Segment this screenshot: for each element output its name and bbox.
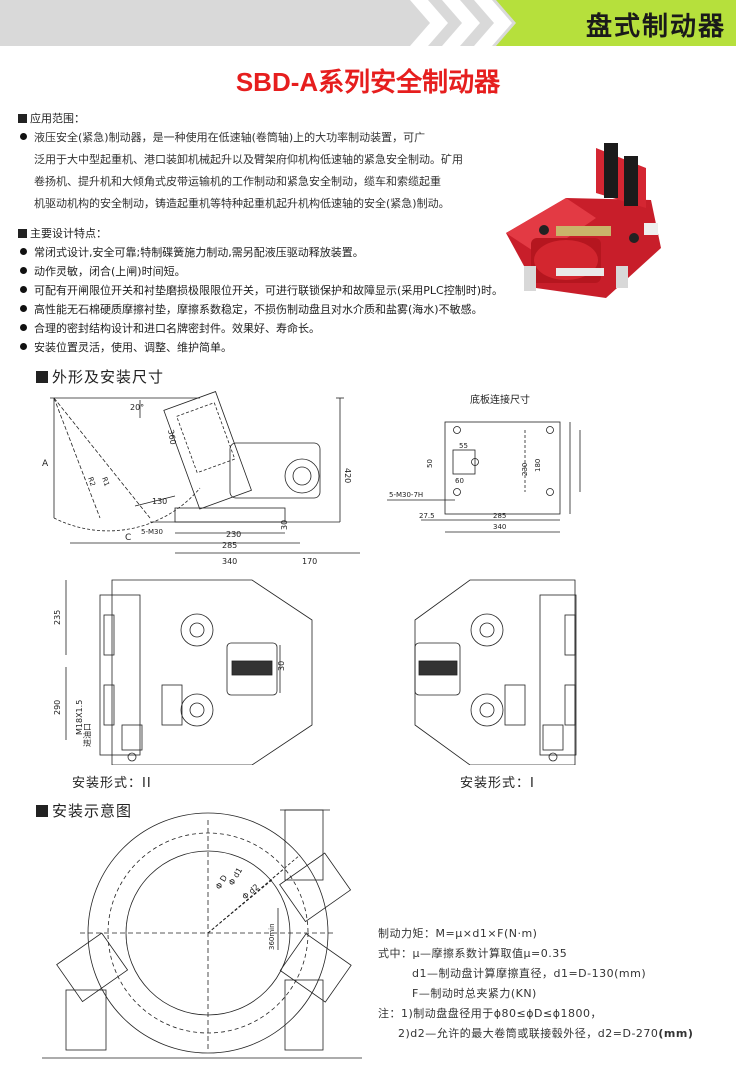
base-bolt-label: 5-M30-7H: [389, 491, 423, 499]
application-text: 液压安全(紧急)制动器，是一种使用在低速轴(卷筒轴)上的大功率制动装置，可广 泛…: [20, 127, 480, 215]
formula-line-1: 制动力矩：M=μ×d1×F(N·m): [378, 927, 538, 940]
form2-dim-235-label: 235: [53, 610, 62, 625]
header-title: 盘式制动器: [585, 12, 726, 42]
dim-30-label: 30: [280, 520, 289, 530]
features-list: 常闭式设计,安全可靠;特制碟簧施力制动,需另配液压驱动释放装置。 动作灵敏，闭合…: [20, 243, 520, 357]
dim-170-label: 170: [302, 557, 317, 566]
feature-item: 合理的密封结构设计和进口名牌密封件。效果好、寿命长。: [20, 319, 520, 338]
schematic-drawing: Φ D Φ d1 Φ d2 360min: [42, 809, 362, 1059]
brake-product-image: [506, 143, 661, 298]
base-dim-285-label: 285: [493, 512, 506, 520]
base-plate-title: 底板连接尺寸: [470, 395, 530, 406]
install-form-1-caption: 安装形式：I: [460, 776, 535, 791]
feature-item: 可配有开闸限位开关和衬垫磨损极限限位开关，可进行联锁保护和故障显示(采用PLC控…: [20, 281, 520, 300]
dim-230-label: 230: [226, 530, 241, 539]
base-dim-340-label: 340: [493, 523, 506, 531]
header-green-band: [496, 0, 736, 46]
formula-line-5: 注：1)制动盘盘径用于ϕ80≤ϕD≤ϕ1800，: [378, 1007, 602, 1020]
base-dim-230-label: 230: [521, 463, 529, 476]
feature-item: 动作灵敏，闭合(上闸)时间短。: [20, 262, 520, 281]
base-plate-drawing: 55 50 60 230 180 5-M30-7H 27.5 285 340: [387, 421, 581, 533]
dim-c-label: C: [125, 533, 131, 543]
oil-thread-label: M18X1.5: [75, 700, 84, 735]
dim-420-label: 420: [343, 468, 352, 483]
formula-block: 制动力矩：M=μ×d1×F(N·m) 式中：μ—摩擦系数计算取值μ=0.35 d…: [378, 924, 693, 1044]
side-view-drawing: A C 20° 360 420 R1 R2 130 30 5-M30 230 2…: [42, 391, 360, 566]
schematic-d1-label: Φ d1: [227, 866, 244, 887]
base-dim-60-label: 60: [455, 477, 464, 485]
chevron-decoration-icon: [410, 0, 512, 46]
dim-360-label: 360: [166, 429, 178, 446]
bolt-label: 5-M30: [141, 528, 163, 536]
dim-130-label: 130: [152, 497, 167, 506]
base-dim-50-label: 50: [426, 459, 434, 468]
base-dim-27-label: 27.5: [419, 512, 435, 520]
form2-dim-30-label: 30: [277, 661, 286, 671]
dim-r2-label: R2: [86, 476, 97, 488]
feature-item: 高性能无石棉硬质摩擦衬垫，摩擦系数稳定，不损伤制动盘且对水介质和盐雾(海水)不敏…: [20, 300, 520, 319]
feature-item: 安装位置灵活，使用、调整、维护简单。: [20, 338, 520, 357]
dim-r1-label: R1: [100, 476, 111, 488]
formula-line-2: 式中：μ—摩擦系数计算取值μ=0.35: [378, 947, 568, 960]
install-form-1-drawing: [414, 579, 577, 765]
dim-angle-label: 20°: [130, 403, 144, 412]
formula-line-3: d1—制动盘计算摩擦直径，d1=D-130(mm): [412, 967, 647, 980]
schematic-offset-label: 360min: [268, 923, 276, 950]
header-bar: 盘式制动器: [0, 0, 736, 46]
features-heading: 主要设计特点：: [18, 225, 107, 241]
dim-a-label: A: [42, 459, 49, 469]
dim-340-label: 340: [222, 557, 237, 566]
form2-dim-290-label: 290: [53, 700, 62, 715]
base-dim-180-label: 180: [534, 459, 542, 472]
formula-line-4: F—制动时总夹紧力(KN): [412, 987, 537, 1000]
schematic-heading: 安装示意图: [36, 800, 132, 821]
dim-285-label: 285: [222, 541, 237, 550]
install-form-2-drawing: 235 290 30 M18X1.5 进油口: [53, 579, 313, 765]
formula-line-6: 2)d2—允许的最大卷筒或联接毂外径，d2=D-270(mm): [398, 1027, 694, 1040]
product-title: SBD-A系列安全制动器: [235, 67, 501, 97]
install-form-2-caption: 安装形式：II: [72, 776, 152, 791]
schematic-d2-label: Φ d2: [241, 882, 261, 901]
oil-inlet-label: 进油口: [82, 723, 92, 747]
feature-item: 常闭式设计,安全可靠;特制碟簧施力制动,需另配液压驱动释放装置。: [20, 243, 520, 262]
application-heading: 应用范围：: [18, 110, 85, 126]
dimensions-heading: 外形及安装尺寸: [36, 366, 164, 387]
base-dim-55-label: 55: [459, 442, 468, 450]
